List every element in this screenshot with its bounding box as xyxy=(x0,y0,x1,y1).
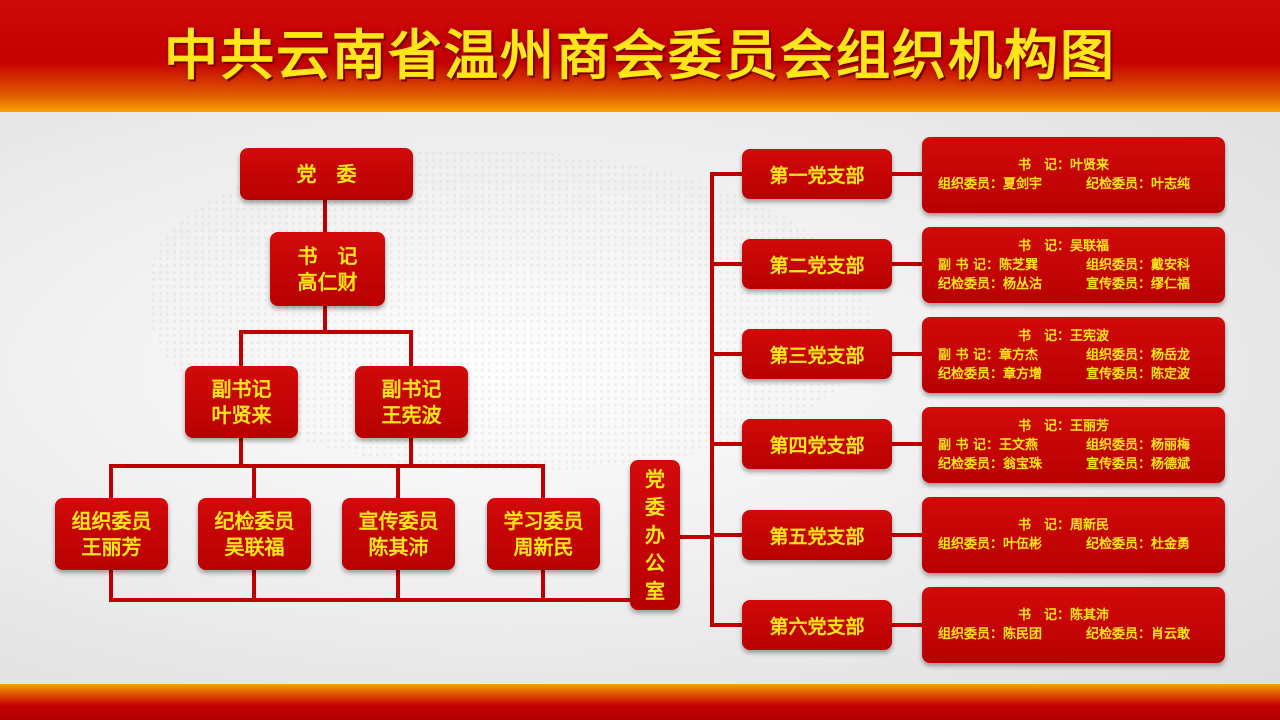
member-box-study: 学习委员 周新民 xyxy=(487,498,600,570)
member-row: 组织委员：陈民团 纪检委员：肖云敢 xyxy=(938,625,1225,644)
branch-box-6: 第六党支部 xyxy=(742,600,892,650)
office-char: 室 xyxy=(645,579,665,603)
member-entry: 宣传委员：杨德斌 xyxy=(1086,456,1191,472)
branch-secretary: 书 记：吴联福 xyxy=(1018,238,1110,254)
member-title: 纪检委员 xyxy=(214,509,295,533)
branch-box-3: 第三党支部 xyxy=(742,329,892,379)
member-entry: 组织委员：夏剑宇 xyxy=(938,177,1043,192)
member-entry: 纪检委员：章方增 xyxy=(938,366,1043,382)
member-row: 组织委员：叶伍彬 纪检委员：杜金勇 xyxy=(938,535,1225,554)
member-name: 周新民 xyxy=(513,535,574,559)
branch-name: 第二党支部 xyxy=(769,254,865,277)
member-name: 吴联福 xyxy=(224,535,285,559)
footer-banner xyxy=(0,684,1280,720)
office-char: 公 xyxy=(645,551,665,575)
branch-box-2: 第二党支部 xyxy=(742,239,892,289)
member-name: 陈其沛 xyxy=(368,535,429,559)
member-entry: 组织委员：叶伍彬 xyxy=(938,537,1043,552)
member-entry: 副 书 记：王文燕 xyxy=(938,437,1039,453)
member-name: 王丽芳 xyxy=(81,535,142,559)
branch-secretary: 书 记：叶贤来 xyxy=(1018,158,1110,173)
member-row: 纪检委员：杨丛沽 宣传委员：缪仁福 xyxy=(938,275,1225,294)
secretary-box: 书 记 高仁财 xyxy=(270,232,385,306)
member-box-publicity: 宣传委员 陈其沛 xyxy=(342,498,455,570)
member-entry: 副 书 记：陈芝巽 xyxy=(938,257,1039,273)
branch-secretary: 书 记：王丽芳 xyxy=(1018,418,1110,434)
branch-name: 第五党支部 xyxy=(769,525,865,548)
member-row: 副 书 记：陈芝巽 组织委员：戴安科 xyxy=(938,256,1225,275)
member-box-organization: 组织委员 王丽芳 xyxy=(55,498,168,570)
member-entry: 纪检委员：肖云敢 xyxy=(1086,627,1191,642)
member-entry: 副 书 记：章方杰 xyxy=(938,347,1039,363)
branch-details-2: 书 记：吴联福 副 书 记：陈芝巽 组织委员：戴安科 纪检委员：杨丛沽 宣传委员… xyxy=(922,227,1225,303)
committee-label: 党 委 xyxy=(296,162,357,186)
secretary-name: 高仁财 xyxy=(297,270,358,294)
member-title: 宣传委员 xyxy=(358,509,439,533)
member-entry: 纪检委员：翁宝珠 xyxy=(938,456,1043,472)
member-title: 组织委员 xyxy=(71,509,152,533)
branch-details-4: 书 记：王丽芳 副 书 记：王文燕 组织委员：杨丽梅 纪检委员：翁宝珠 宣传委员… xyxy=(922,407,1225,483)
branch-details-1: 书 记：叶贤来 组织委员：夏剑宇 纪检委员：叶志纯 xyxy=(922,137,1225,213)
secretary-title: 书 记 xyxy=(297,244,358,268)
deputy-secretary-box: 副书记 叶贤来 xyxy=(185,366,298,438)
member-row: 副 书 记：王文燕 组织委员：杨丽梅 xyxy=(938,436,1225,455)
deputy-name: 叶贤来 xyxy=(211,403,272,427)
deputy-secretary-box: 副书记 王宪波 xyxy=(355,366,468,438)
branch-name: 第四党支部 xyxy=(769,434,865,457)
page-title: 中共云南省温州商会委员会组织机构图 xyxy=(164,23,1116,87)
branch-secretary: 书 记：周新民 xyxy=(1018,518,1110,533)
committee-box: 党 委 xyxy=(240,148,413,200)
member-entry: 纪检委员：杨丛沽 xyxy=(938,276,1043,292)
member-entry: 组织委员：陈民团 xyxy=(938,627,1043,642)
member-entry: 组织委员：杨岳龙 xyxy=(1086,347,1191,363)
member-entry: 纪检委员：叶志纯 xyxy=(1086,177,1191,192)
branch-name: 第六党支部 xyxy=(769,615,865,638)
deputy-title: 副书记 xyxy=(381,377,442,401)
branch-box-1: 第一党支部 xyxy=(742,149,892,199)
branch-details-3: 书 记：王宪波 副 书 记：章方杰 组织委员：杨岳龙 纪检委员：章方增 宣传委员… xyxy=(922,317,1225,393)
branch-box-5: 第五党支部 xyxy=(742,510,892,560)
member-row: 副 书 记：章方杰 组织委员：杨岳龙 xyxy=(938,346,1225,365)
deputy-name: 王宪波 xyxy=(381,403,442,427)
member-box-discipline: 纪检委员 吴联福 xyxy=(198,498,311,570)
branch-name: 第一党支部 xyxy=(769,164,865,187)
deputy-title: 副书记 xyxy=(211,377,272,401)
header-banner: 中共云南省温州商会委员会组织机构图 xyxy=(0,0,1280,112)
member-entry: 宣传委员：陈定波 xyxy=(1086,366,1191,382)
branch-secretary: 书 记：王宪波 xyxy=(1018,328,1110,344)
branch-details-5: 书 记：周新民 组织委员：叶伍彬 纪检委员：杜金勇 xyxy=(922,497,1225,573)
member-row: 纪检委员：翁宝珠 宣传委员：杨德斌 xyxy=(938,455,1225,474)
branch-secretary: 书 记：陈其沛 xyxy=(1018,608,1110,623)
office-char: 办 xyxy=(645,523,665,547)
member-entry: 宣传委员：缪仁福 xyxy=(1086,276,1191,292)
party-office-box: 党 委 办 公 室 xyxy=(630,460,680,610)
member-row: 组织委员：夏剑宇 纪检委员：叶志纯 xyxy=(938,175,1225,194)
branch-name: 第三党支部 xyxy=(769,344,865,367)
member-row: 纪检委员：章方增 宣传委员：陈定波 xyxy=(938,365,1225,384)
member-title: 学习委员 xyxy=(503,509,584,533)
member-entry: 组织委员：戴安科 xyxy=(1086,257,1191,273)
office-char: 委 xyxy=(645,495,665,519)
member-entry: 纪检委员：杜金勇 xyxy=(1086,537,1191,552)
member-entry: 组织委员：杨丽梅 xyxy=(1086,437,1191,453)
branch-box-4: 第四党支部 xyxy=(742,419,892,469)
office-char: 党 xyxy=(645,467,665,491)
branch-details-6: 书 记：陈其沛 组织委员：陈民团 纪检委员：肖云敢 xyxy=(922,587,1225,663)
